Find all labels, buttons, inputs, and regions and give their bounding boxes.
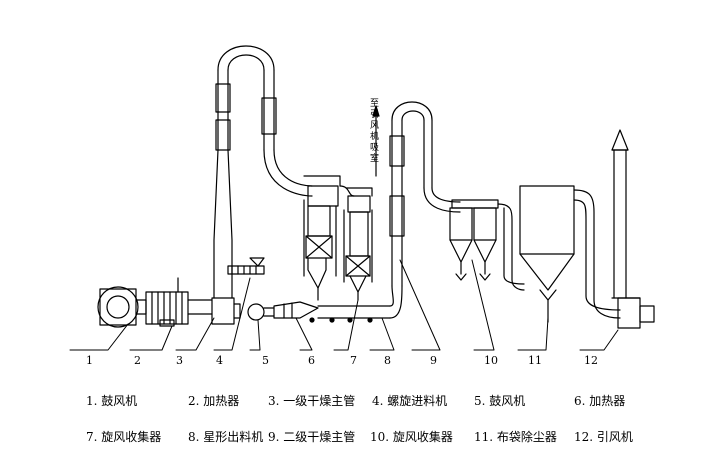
blower-5 bbox=[247, 303, 275, 321]
legend-item-7: 7. 旋风收集器 bbox=[86, 430, 162, 444]
legend-item-2: 2. 加热器 bbox=[188, 394, 240, 408]
callout-leaders bbox=[69, 259, 619, 351]
side-note-char: 室 bbox=[370, 152, 379, 164]
callout-12: 12 bbox=[584, 354, 598, 367]
callout-3: 3 bbox=[176, 354, 183, 367]
legend-item-5: 5. 鼓风机 bbox=[474, 394, 526, 408]
callout-8: 8 bbox=[384, 354, 391, 367]
side-note: 至引风机吸室 bbox=[370, 98, 379, 164]
callout-4: 4 bbox=[216, 354, 223, 367]
legend-item-9: 9. 二级干燥主管 bbox=[268, 430, 356, 444]
legend-item-12: 12. 引风机 bbox=[574, 430, 633, 444]
rotary-valve-8 bbox=[309, 285, 403, 323]
legend-item-3: 3. 一级干燥主管 bbox=[268, 394, 356, 408]
heater-2 bbox=[145, 277, 213, 327]
cyclone-collector-7 bbox=[303, 175, 373, 301]
exhaust-fan-12 bbox=[611, 129, 655, 329]
bag-filter-11 bbox=[519, 185, 621, 323]
legend-item-4: 4. 螺旋进料机 bbox=[372, 394, 448, 408]
screw-feeder-4 bbox=[227, 257, 265, 275]
legend-item-10: 10. 旋风收集器 bbox=[370, 430, 453, 444]
side-note-char: 引 bbox=[370, 109, 379, 120]
legend-item-1: 1. 鼓风机 bbox=[86, 394, 138, 408]
callout-2: 2 bbox=[134, 354, 141, 367]
callout-6: 6 bbox=[308, 354, 315, 367]
side-note-char: 至 bbox=[370, 98, 379, 109]
legend-item-6: 6. 加热器 bbox=[574, 394, 626, 408]
svg-text:至引风机吸室: 至引风机吸室 bbox=[370, 98, 379, 164]
callout-1: 1 bbox=[86, 354, 93, 367]
legend-item-11: 11. 布袋除尘器 bbox=[474, 430, 557, 444]
secondary-drying-pipe-9 bbox=[372, 101, 461, 287]
blower-1 bbox=[97, 286, 147, 328]
callout-11: 11 bbox=[528, 354, 542, 367]
legend-item-8: 8. 星形出料机 bbox=[188, 430, 264, 444]
side-note-char: 风 bbox=[370, 120, 379, 131]
primary-drying-pipe-3 bbox=[211, 45, 313, 325]
callout-9: 9 bbox=[430, 354, 437, 367]
callout-numbers: 1 2 3 4 5 6 7 8 9 10 11 12 bbox=[86, 354, 598, 367]
cyclone-collector-10 bbox=[449, 199, 525, 291]
side-note-char: 吸 bbox=[370, 142, 379, 153]
callout-10: 10 bbox=[484, 354, 498, 367]
heater-6 bbox=[273, 301, 319, 319]
callout-7: 7 bbox=[350, 354, 357, 367]
side-note-char: 机 bbox=[370, 130, 379, 142]
callout-5: 5 bbox=[262, 354, 269, 367]
